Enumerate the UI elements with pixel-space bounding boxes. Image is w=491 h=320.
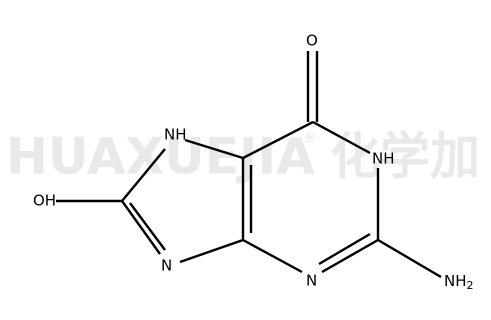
bond-c8-n9-2 (129, 202, 166, 251)
bond-n9-c4 (179, 238, 244, 264)
bond-c8-n9-1 (121, 200, 161, 255)
watermark: HUAXUEJIA ® 化学加 (6, 128, 480, 186)
atom-nh2-subscript: 2 (467, 279, 474, 292)
bond-c6-n1 (312, 120, 371, 155)
bond-c5-c6 (242, 120, 314, 160)
bond-n3-c4 (242, 238, 303, 274)
atom-n-pyrimidine: N (306, 272, 317, 290)
atom-nh-pyrimidine: NH (372, 150, 395, 168)
bond-c2-nh2 (377, 238, 442, 279)
bond-c2-n3-2 (318, 232, 371, 266)
bond-c5-n7 (184, 138, 244, 160)
atom-nh-imidazole: NH (164, 126, 187, 144)
atom-labels: O NH NH OH N N NH2 (33, 32, 474, 293)
watermark-cjk: 化学加 (330, 128, 480, 186)
atom-n-imidazole: N (161, 257, 172, 275)
atom-oh: OH (33, 192, 56, 210)
bond-c2-n3-1 (321, 238, 379, 274)
bonds (56, 51, 442, 279)
watermark-brand: HUAXUEJIA (6, 128, 315, 186)
watermark-registered-mark: ® (303, 131, 316, 146)
atom-nh2: NH2 (444, 272, 474, 293)
atom-nh2-main: NH (444, 272, 467, 290)
atom-o-carbonyl: O (306, 32, 318, 50)
bond-n7-c8 (121, 148, 166, 202)
